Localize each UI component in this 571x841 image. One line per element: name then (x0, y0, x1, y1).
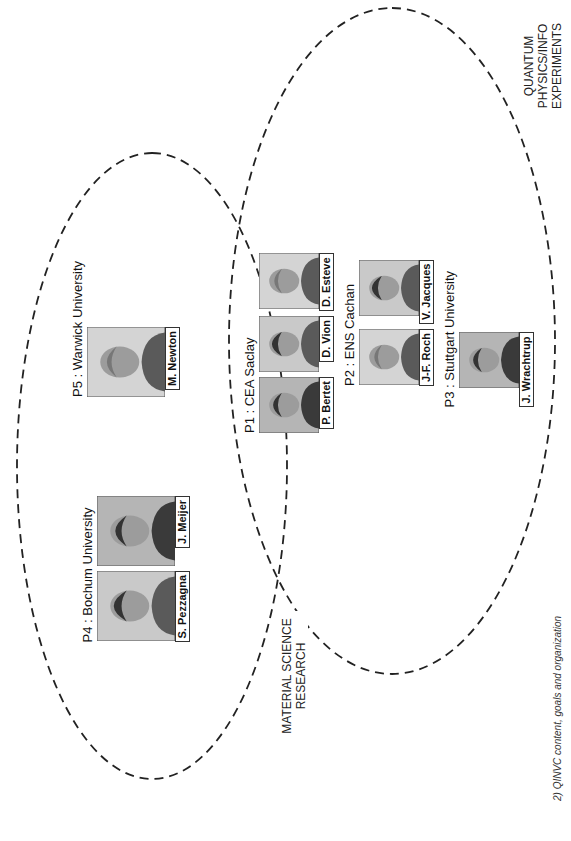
region-heading: MATERIAL SCIENCE RESEARCH (280, 611, 308, 741)
photo-shoulders (152, 577, 175, 636)
person-card: V. Jacques (359, 260, 434, 324)
photo-face (369, 275, 399, 300)
caption: 2) QINVC content, goals and organization (552, 616, 563, 801)
photo-background (259, 316, 319, 372)
photo-row: J. Wrachtrup (459, 265, 534, 408)
photo-background (259, 253, 319, 309)
partner-label: P2 : ENS Cachan (342, 256, 358, 386)
person-name: P. Bertet (319, 377, 334, 429)
photo-shoulders (501, 337, 519, 384)
person-name: J-F. Roch (419, 329, 434, 386)
partner-group: P3 : Stuttgart University J. Wrachtrup (442, 265, 534, 408)
photo-background (87, 327, 165, 397)
partner-label: P5 : Warwick University (70, 255, 86, 397)
person-card: D. Vion (259, 316, 334, 372)
photo-hair (374, 345, 382, 370)
photo-background (359, 329, 419, 385)
partner-group: P1 : CEA Saclay P. Bertet D. Vion D. Esteve (242, 249, 334, 433)
person-card: M. Newton (87, 327, 180, 397)
portrait-photo (259, 377, 319, 433)
dashed-outline (17, 153, 287, 779)
photo-hair (114, 591, 127, 622)
dashed-ellipse (15, 151, 289, 781)
photo-shoulders (401, 264, 419, 311)
portrait-photo (259, 316, 319, 372)
partner-label: P4 : Bochum University (80, 492, 96, 643)
region-heading: QUANTUM PHYSICS/INFO EXPERIMENTS (522, 16, 564, 116)
photo-shoulders (301, 258, 319, 305)
photo-face (269, 269, 299, 294)
person-name: S. Pezzagna (175, 571, 190, 643)
photo-hair (115, 516, 126, 547)
portrait-photo (359, 329, 419, 385)
person-card: D. Esteve (259, 253, 334, 311)
photo-shoulders (301, 320, 319, 367)
photo-hair (274, 269, 282, 294)
photo-row: J-F. Roch V. Jacques (359, 256, 434, 386)
person-name: J. Wrachtrup (519, 332, 534, 407)
partner-label: P3 : Stuttgart University (442, 265, 458, 408)
person-card: J. Meijer (97, 496, 190, 566)
portrait-photo (259, 253, 319, 309)
portrait-photo (97, 571, 175, 641)
photo-hair (107, 347, 117, 378)
photo-hair (372, 275, 382, 300)
partner-group: P5 : Warwick University M. Newton (70, 255, 180, 397)
person-card: J-F. Roch (359, 329, 434, 386)
dashed-ellipse-region: MATERIAL SCIENCE RESEARCHP4 : Bochum Uni… (15, 151, 289, 781)
photo-shoulders (152, 502, 175, 561)
photo-hair (273, 393, 282, 418)
photo-face (469, 348, 499, 373)
dashed-outline (229, 8, 555, 674)
partner-label: P1 : CEA Saclay (242, 249, 258, 433)
person-card: S. Pezzagna (97, 571, 190, 643)
person-name: M. Newton (165, 327, 180, 390)
photo-background (359, 260, 419, 316)
person-name: D. Vion (319, 316, 334, 362)
photo-face (110, 591, 149, 622)
heading-holder: MATERIAL SCIENCE RESEARCH (280, 611, 308, 741)
person-name: D. Esteve (319, 253, 334, 311)
photo-face (269, 393, 299, 418)
photo-background (97, 571, 175, 641)
photo-row: M. Newton (87, 255, 180, 397)
photo-background (97, 496, 175, 566)
partner-group: P2 : ENS CachanJ-F. Roch V. Jacques (342, 256, 434, 386)
person-card: J. Wrachtrup (459, 332, 534, 407)
photo-shoulders (401, 334, 419, 381)
person-name: V. Jacques (419, 260, 434, 324)
partner-group: P4 : Bochum University S. Pezzagna J. Meij… (80, 492, 190, 643)
portrait-photo (459, 332, 519, 388)
person-card: P. Bertet (259, 377, 334, 433)
photo-face (100, 347, 139, 378)
photo-background (459, 332, 519, 388)
photo-hair (272, 332, 282, 357)
photo-face (269, 332, 299, 357)
photo-face (110, 516, 149, 547)
photo-background (259, 377, 319, 433)
heading-holder: QUANTUM PHYSICS/INFO EXPERIMENTS (522, 16, 564, 116)
photo-shoulders (142, 333, 165, 392)
portrait-photo (97, 496, 175, 566)
portrait-photo (87, 327, 165, 397)
photo-hair (473, 348, 482, 373)
photo-face (369, 345, 399, 370)
photo-row: S. Pezzagna J. Meijer (97, 492, 190, 643)
photo-row: P. Bertet D. Vion D. Esteve (259, 249, 334, 433)
portrait-photo (359, 260, 419, 316)
dashed-ellipse-region: QUANTUM PHYSICS/INFO EXPERIMENTSP1 : CEA… (227, 6, 557, 676)
photo-shoulders (301, 381, 319, 428)
person-name: J. Meijer (175, 496, 190, 548)
